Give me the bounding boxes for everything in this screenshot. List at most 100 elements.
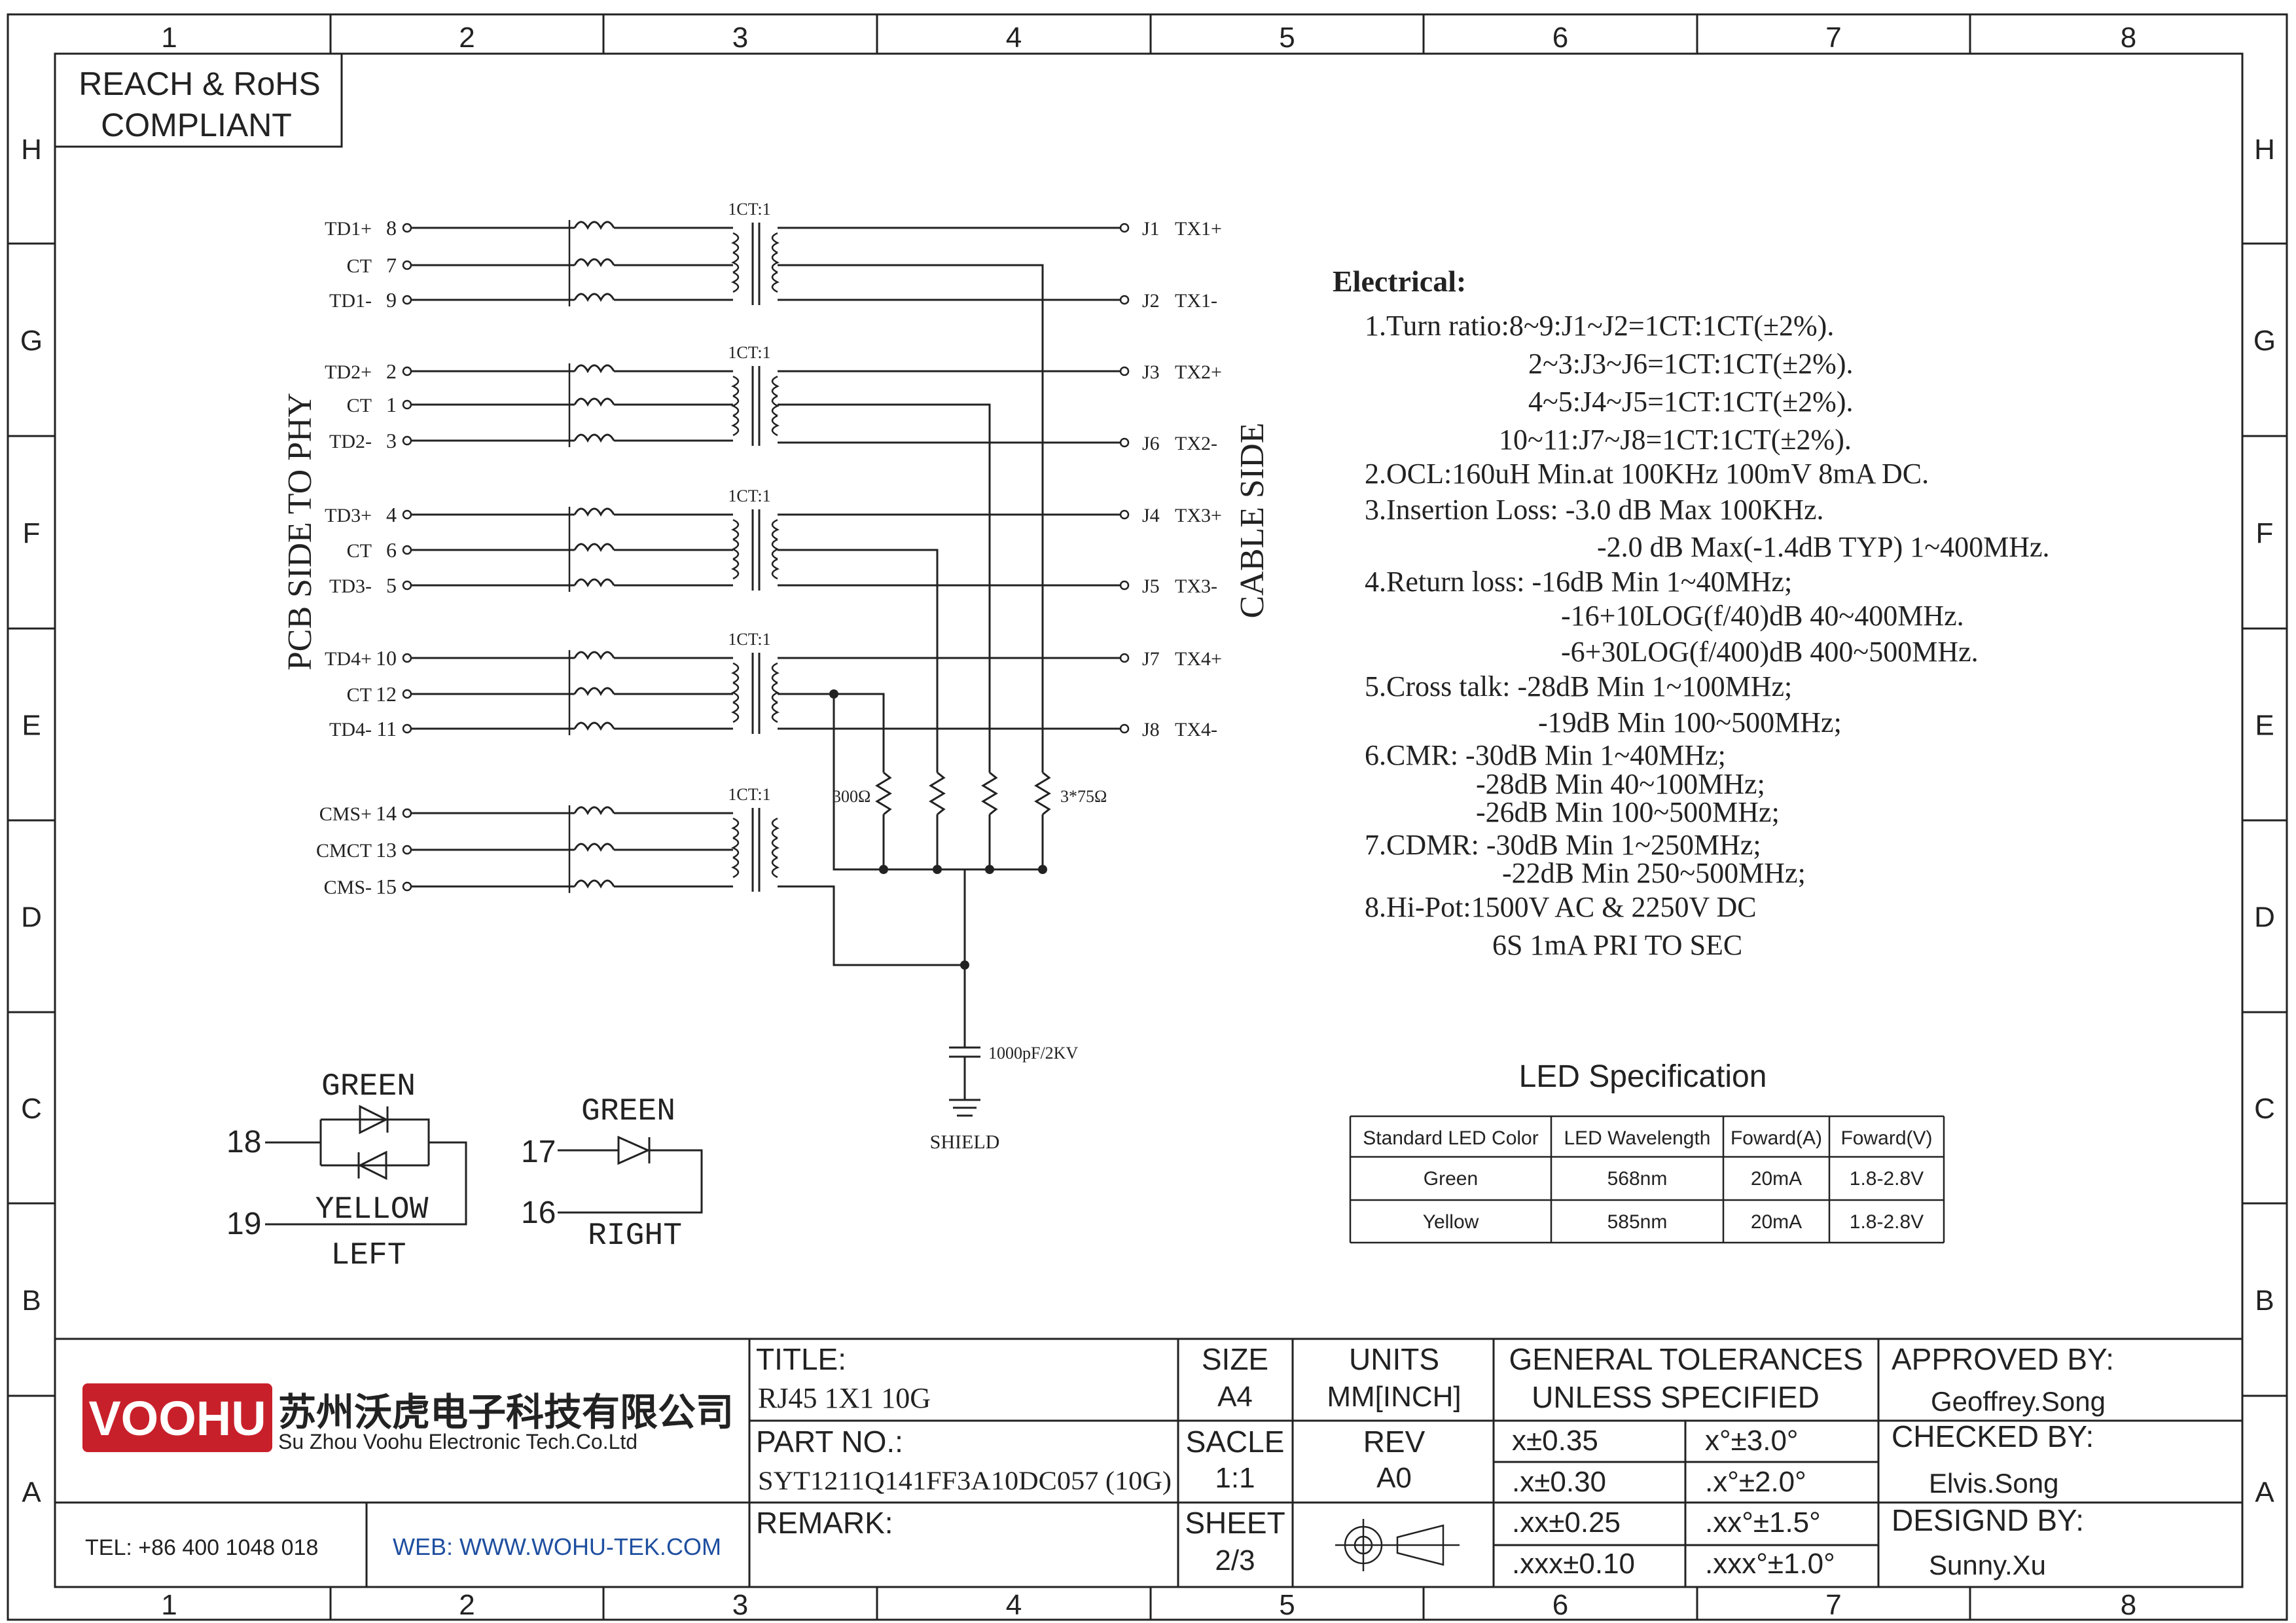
pin-terminal-icon xyxy=(402,580,412,591)
tolerance-angular: .x°±2.0° xyxy=(1705,1466,1806,1498)
pin-terminal-icon xyxy=(402,545,412,555)
pin-terminal-icon xyxy=(402,723,412,734)
left-pin-number: 3 xyxy=(386,429,397,452)
led-right: 17 16 GREEN RIGHT xyxy=(521,1094,703,1254)
part-label: PART NO.: xyxy=(756,1425,903,1459)
transformer-ratio-label: 1CT:1 xyxy=(728,486,770,505)
grid-row-right-A: A xyxy=(2255,1476,2274,1508)
led-left-color-bottom: YELLOW xyxy=(315,1192,429,1228)
grid-col-bottom-5: 5 xyxy=(1279,1589,1295,1621)
left-pin-name: TD4- xyxy=(329,719,372,740)
capacitor-label: 1000pF/2KV xyxy=(988,1044,1078,1063)
transformer-ratio-label: 1CT:1 xyxy=(728,343,770,362)
scale-label: SACLE xyxy=(1186,1425,1285,1459)
electrical-line-17: -22dB Min 250~500MHz; xyxy=(1502,857,1806,889)
electrical-line-8: 4.Return loss: -16dB Min 1~40MHz; xyxy=(1365,566,1792,598)
pin-terminal-icon xyxy=(402,689,412,699)
choke-coil-icon xyxy=(573,258,615,268)
right-pin-number: J5 xyxy=(1142,575,1160,597)
led-right-color: GREEN xyxy=(581,1094,675,1129)
remark-label: REMARK: xyxy=(756,1506,893,1540)
led-left: 18 19 GREEN YELLOW LEFT xyxy=(226,1069,467,1273)
left-pin-name: TD1- xyxy=(329,290,372,312)
grid-col-bottom-8: 8 xyxy=(2121,1589,2136,1621)
led-left-side: LEFT xyxy=(331,1238,406,1273)
pin-terminal-icon xyxy=(1119,723,1130,734)
rev-label: REV xyxy=(1363,1425,1426,1459)
electrical-line-14: -28dB Min 40~100MHz; xyxy=(1476,768,1765,800)
led-yellow-left-icon xyxy=(357,1150,387,1180)
choke-coil-icon xyxy=(573,507,615,517)
electrical-line-7: -2.0 dB Max(-1.4dB TYP) 1~400MHz. xyxy=(1597,531,2050,563)
pin-terminal-icon xyxy=(1119,295,1130,305)
led-spec-header: Standard LED Color xyxy=(1363,1127,1538,1149)
left-pin-name: CT xyxy=(347,540,372,562)
pin-terminal-icon xyxy=(402,260,412,270)
led-green-right-icon xyxy=(617,1135,651,1165)
led-spec-header: Foward(A) xyxy=(1731,1127,1822,1149)
left-pin-name: TD2+ xyxy=(325,361,372,383)
electrical-line-9: -16+10LOG(f/40)dB 40~400MHz. xyxy=(1561,600,1964,632)
left-pin-number: 8 xyxy=(386,216,397,240)
electrical-line-10: -6+30LOG(f/400)dB 400~500MHz. xyxy=(1561,636,1979,668)
right-pin-number: J4 xyxy=(1142,505,1160,526)
left-pin-name: CMCT xyxy=(316,840,372,862)
electrical-spec: Electrical: 1.Turn ratio:8~9:J1~J2=1CT:1… xyxy=(1333,264,2050,961)
web: WEB: WWW.WOHU-TEK.COM xyxy=(393,1533,721,1560)
electrical-line-2: 2~3:J3~J6=1CT:1CT(±2%). xyxy=(1528,348,1853,380)
led-spec-cell: 20mA xyxy=(1751,1168,1802,1190)
right-pin-name: TX1- xyxy=(1175,290,1217,312)
led-spec-cell: 1.8-2.8V xyxy=(1850,1211,1924,1233)
pin-terminal-icon xyxy=(402,808,412,818)
grid-col-bottom-7: 7 xyxy=(1825,1589,1841,1621)
right-pin-name: TX1+ xyxy=(1175,218,1222,240)
grid-row-right-D: D xyxy=(2254,902,2275,934)
led-left-pin-bottom: 19 xyxy=(226,1207,261,1241)
transformer-ratio-label: 1CT:1 xyxy=(728,785,770,804)
tolerance-linear: .x±0.30 xyxy=(1512,1466,1606,1498)
right-pin-name: TX4+ xyxy=(1175,648,1222,670)
right-pin-number: J2 xyxy=(1142,290,1160,312)
choke-coil-icon xyxy=(573,578,615,588)
tolerance-linear: .xx±0.25 xyxy=(1512,1506,1621,1539)
right-pin-number: J6 xyxy=(1142,433,1160,454)
grid-row-right-H: H xyxy=(2254,134,2275,166)
grid-col-top-2: 2 xyxy=(459,22,475,54)
left-pin-number: 13 xyxy=(376,838,397,862)
pin-terminal-icon xyxy=(1119,437,1130,448)
electrical-line-4: 10~11:J7~J8=1CT:1CT(±2%). xyxy=(1499,424,1852,456)
electrical-line-18: 8.Hi-Pot:1500V AC & 2250V DC xyxy=(1365,891,1757,923)
left-pin-number: 11 xyxy=(376,717,397,740)
tolerance-angular: .xxx°±1.0° xyxy=(1705,1548,1835,1580)
left-pin-name: TD2- xyxy=(329,431,372,452)
grid-row-left-G: G xyxy=(20,325,43,357)
led-spec-cell: 585nm xyxy=(1607,1211,1668,1233)
pin-terminal-icon xyxy=(402,845,412,855)
pin-terminal-icon xyxy=(402,509,412,520)
electrical-line-5: 2.OCL:160uH Min.at 100KHz 100mV 8mA DC. xyxy=(1365,458,1929,490)
units-value: MM[INCH] xyxy=(1327,1381,1461,1413)
transformer-ratio-label: 1CT:1 xyxy=(728,630,770,649)
pin-terminal-icon xyxy=(402,881,412,892)
approved-value: Geoffrey.Song xyxy=(1931,1386,2106,1417)
grid-ticks xyxy=(8,14,2287,1620)
grid-col-bottom-3: 3 xyxy=(732,1589,748,1621)
choke-coil-icon xyxy=(573,687,615,697)
choke-coil-icon xyxy=(573,364,615,374)
electrical-line-16: 7.CDMR: -30dB Min 1~250MHz; xyxy=(1365,829,1761,861)
choke-coil-icon xyxy=(573,843,615,852)
voohu-logo xyxy=(82,1383,272,1452)
left-pin-name: CT xyxy=(347,255,372,277)
resistor-75-label: 3*75Ω xyxy=(1060,787,1107,806)
left-pin-number: 14 xyxy=(376,801,397,825)
choke-coil-icon xyxy=(573,433,615,443)
checked-value: Elvis.Song xyxy=(1929,1468,2058,1499)
grid-row-left-B: B xyxy=(22,1285,41,1317)
led-spec-cell: 1.8-2.8V xyxy=(1850,1168,1924,1190)
pin-terminal-icon xyxy=(1119,580,1130,591)
shield-label: SHIELD xyxy=(930,1131,1000,1153)
voohu-logo-text: VOOHU xyxy=(88,1391,266,1446)
grid-row-right-G: G xyxy=(2253,325,2276,357)
